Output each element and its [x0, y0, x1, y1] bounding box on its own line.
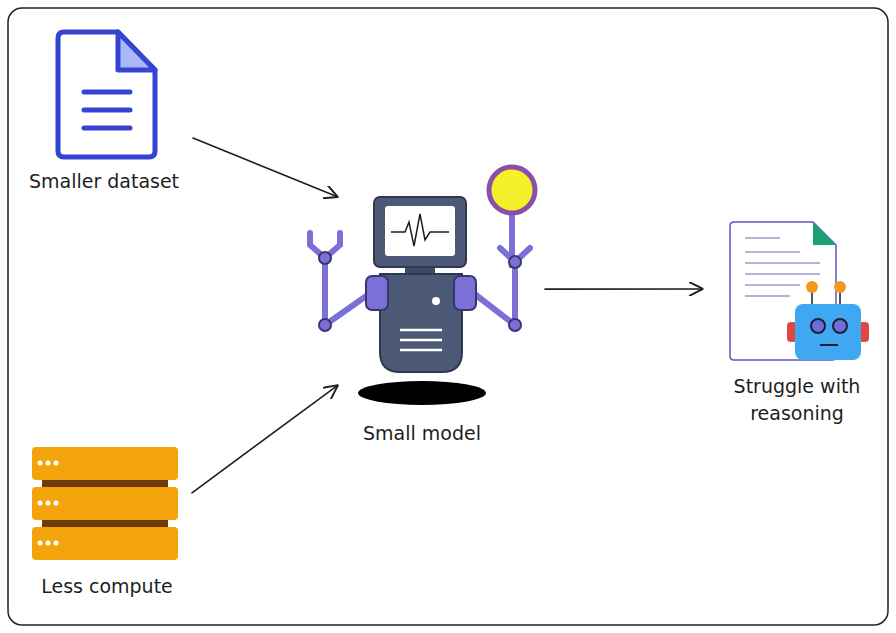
flow-arrow	[545, 288, 703, 290]
node-label: Less compute	[22, 573, 192, 600]
robot-icon	[310, 167, 535, 405]
server-stack-icon	[32, 447, 178, 560]
input-dataset-node: Smaller dataset	[15, 25, 193, 195]
model-node: Small model	[338, 160, 545, 445]
document-icon	[58, 32, 155, 157]
node-label: Struggle with reasoning	[707, 373, 887, 427]
node-label: Smaller dataset	[15, 168, 193, 195]
flow-arrow	[193, 138, 338, 197]
input-compute-node: Less compute	[22, 440, 192, 600]
output-node: Struggle with reasoning	[703, 215, 883, 430]
frame-border	[8, 8, 888, 625]
flow-arrow	[192, 385, 338, 493]
node-label: Small model	[342, 420, 502, 447]
output-document-icon	[730, 222, 869, 360]
